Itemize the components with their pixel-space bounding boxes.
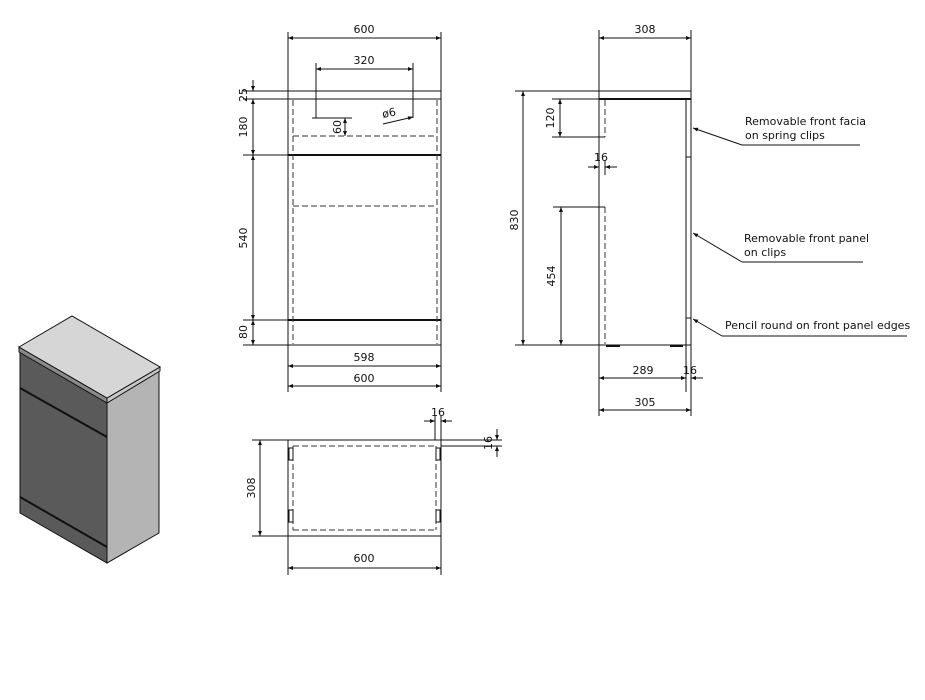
- dim-depth-bottom: 305: [635, 396, 656, 409]
- cabinet-top-face: [18, 315, 161, 399]
- dim-pipe-spacing: 320: [354, 54, 375, 67]
- side-view: 308 830 120 16 454 289 16 305: [508, 23, 703, 416]
- dim-plan-width: 600: [354, 552, 375, 565]
- svg-text:Removable front panel: Removable front panel: [744, 232, 869, 245]
- callout-front-facia: Removable front facia on spring clips: [692, 115, 866, 146]
- front-view: 600 320 60 ø6 25 180 540 80 598 600: [237, 23, 442, 392]
- dim-facia: 180: [237, 117, 250, 138]
- dim-side-thickness: 16: [431, 406, 445, 419]
- dim-cutout-height: 454: [545, 266, 558, 287]
- dim-width-top: 600: [354, 23, 375, 36]
- dim-worktop: 25: [237, 88, 250, 102]
- dim-pipe-drop: 60: [331, 120, 344, 134]
- facia-split-line: [19, 387, 108, 438]
- dim-front-thickness: 16: [683, 364, 697, 377]
- svg-text:on clips: on clips: [744, 246, 786, 259]
- dim-door-width: 598: [354, 351, 375, 364]
- dim-plinth: 80: [237, 325, 250, 339]
- dim-panel: 540: [237, 228, 250, 249]
- svg-text:on spring clips: on spring clips: [745, 129, 825, 142]
- plinth-split-line: [19, 496, 108, 548]
- plan-view: 16 16 308 600: [245, 406, 502, 575]
- dim-width-bottom: 600: [354, 372, 375, 385]
- callout-pencil-round: Pencil round on front panel edges: [692, 318, 910, 337]
- dim-depth-top: 308: [635, 23, 656, 36]
- svg-text:Pencil round on front panel ed: Pencil round on front panel edges: [725, 319, 910, 332]
- dim-carcass-depth: 289: [633, 364, 654, 377]
- callout-front-panel: Removable front panel on clips: [692, 232, 869, 263]
- dim-hole-diameter: ø6: [381, 105, 397, 121]
- dim-panel-thickness: 16: [594, 151, 608, 164]
- svg-text:Removable front facia: Removable front facia: [745, 115, 866, 128]
- cabinet-side-face: [106, 370, 160, 564]
- dim-cutout-top: 120: [544, 108, 557, 129]
- dim-back-thickness: 16: [482, 436, 495, 450]
- isometric-cabinet: [18, 315, 161, 564]
- dim-height: 830: [508, 210, 521, 231]
- dim-plan-depth: 308: [245, 478, 258, 499]
